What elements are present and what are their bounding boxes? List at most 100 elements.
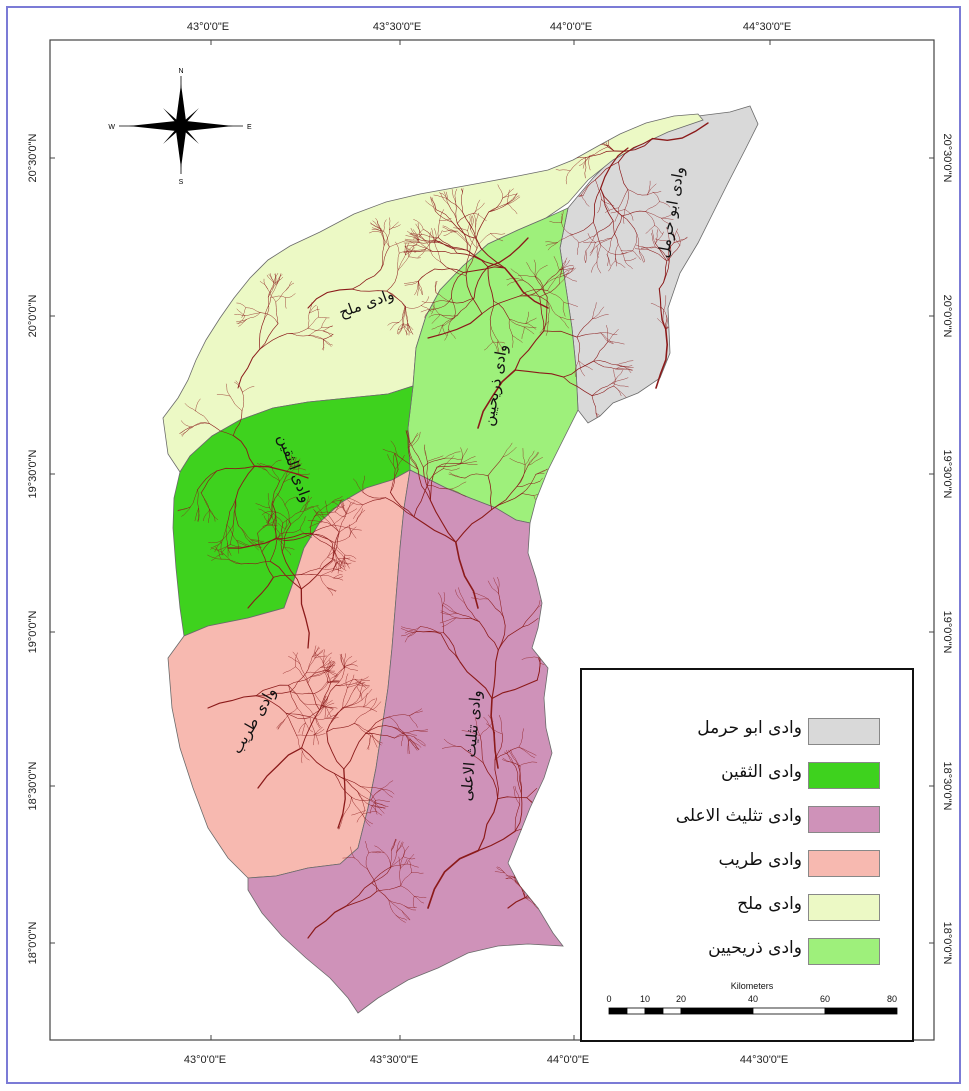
stream-segment: [404, 631, 418, 643]
stream-segment: [613, 369, 616, 387]
stream-segment: [535, 265, 548, 277]
stream-segment: [442, 324, 448, 336]
stream-segment: [539, 663, 545, 665]
stream-segment: [647, 180, 651, 196]
legend: وادى ابو حرمل وادى الثقين وادى تثليث الا…: [580, 668, 914, 1042]
stream-segment: [417, 631, 442, 635]
stream-segment: [285, 712, 311, 717]
stream-segment: [594, 220, 614, 237]
stream-segment: [438, 242, 468, 251]
stream-segment: [600, 188, 614, 222]
stream-segment: [308, 335, 324, 340]
graticule-ticks: [50, 40, 934, 1040]
stream-segment: [313, 733, 326, 736]
stream-segment: [325, 500, 329, 515]
stream-segment: [259, 323, 279, 350]
north-arrow-e: E: [247, 124, 252, 131]
stream-segment: [388, 714, 410, 718]
stream-segment: [427, 455, 444, 462]
stream-segment: [470, 215, 473, 230]
stream-segment: [595, 412, 598, 418]
stream-segment: [360, 786, 376, 801]
stream-segment: [522, 889, 525, 895]
map-canvas: 43°0'0"E 43°30'0"E 44°0'0"E 44°30'0"E 43…: [27, 21, 953, 1066]
stream-segment: [290, 509, 305, 525]
stream-segment: [309, 302, 313, 314]
stream-segment: [421, 305, 432, 312]
stream-segment: [561, 213, 563, 223]
stream-segment: [438, 592, 443, 609]
stream-segment: [313, 726, 323, 736]
stream-segment: [514, 330, 545, 371]
stream-segment: [507, 195, 520, 205]
stream-segment: [576, 318, 593, 338]
stream-segment: [264, 297, 270, 319]
lon-tick-top-3: 44°0'0"E: [550, 21, 592, 33]
stream-segment: [320, 575, 328, 588]
stream-segment: [444, 457, 462, 460]
stream-segment: [442, 592, 446, 609]
stream-segment: [533, 259, 537, 277]
stream-segment: [314, 649, 324, 659]
stream-segment: [354, 857, 368, 870]
stream-segment: [388, 899, 406, 907]
stream-segment: [423, 457, 446, 468]
stream-segment: [403, 242, 419, 244]
stream-segment: [509, 318, 527, 324]
stream-segment: [400, 872, 412, 887]
stream-segment: [615, 368, 633, 371]
stream-segment: [618, 138, 653, 163]
stream-segment: [208, 423, 234, 436]
stream-segment: [277, 273, 282, 284]
stream-segment: [322, 695, 327, 708]
stream-segment: [650, 303, 665, 310]
stream-segment: [455, 508, 493, 543]
stream-segment: [632, 250, 641, 260]
stream-segment: [413, 730, 428, 732]
stream-segment: [230, 525, 234, 545]
stream-segment: [562, 302, 566, 317]
stream-segment: [347, 674, 355, 688]
stream-segment: [371, 867, 391, 884]
stream-segment: [356, 686, 363, 701]
stream-segment: [490, 324, 499, 341]
stream-segment: [255, 684, 289, 697]
stream-segment: [246, 312, 261, 320]
stream-segment: [561, 222, 573, 235]
stream-segment: [409, 708, 422, 716]
stream-segment: [333, 576, 343, 579]
stream-segment: [417, 468, 431, 501]
stream-segment: [322, 521, 340, 533]
stream-segment: [309, 716, 327, 720]
stream-segment: [487, 237, 529, 268]
north-arrow-n: N: [178, 68, 183, 75]
stream-segment: [397, 253, 400, 271]
stream-segment: [437, 220, 440, 238]
stream-segment: [497, 340, 503, 352]
stream-segment: [326, 670, 330, 683]
stream-segment: [400, 857, 404, 869]
stream-segment: [359, 682, 364, 698]
stream-segment: [375, 799, 390, 802]
stream-segment: [405, 430, 410, 448]
stream-segment: [436, 209, 453, 223]
stream-segment: [505, 877, 516, 880]
stream-segment: [597, 199, 602, 214]
stream-segment: [371, 805, 386, 809]
stream-segment: [272, 482, 284, 505]
stream-segment: [421, 234, 439, 238]
stream-segment: [524, 450, 535, 465]
stream-segment: [306, 670, 324, 674]
stream-segment: [615, 252, 628, 255]
stream-segment: [461, 188, 463, 193]
stream-segment: [343, 557, 350, 569]
stream-segment: [424, 444, 428, 462]
stream-segment: [334, 773, 352, 798]
stream-segment: [645, 201, 660, 212]
stream-segment: [584, 157, 587, 179]
stream-segment: [389, 850, 393, 868]
stream-segment: [519, 294, 548, 302]
stream-segment: [593, 341, 608, 362]
stream-segment: [307, 667, 321, 684]
stream-segment: [442, 317, 455, 327]
